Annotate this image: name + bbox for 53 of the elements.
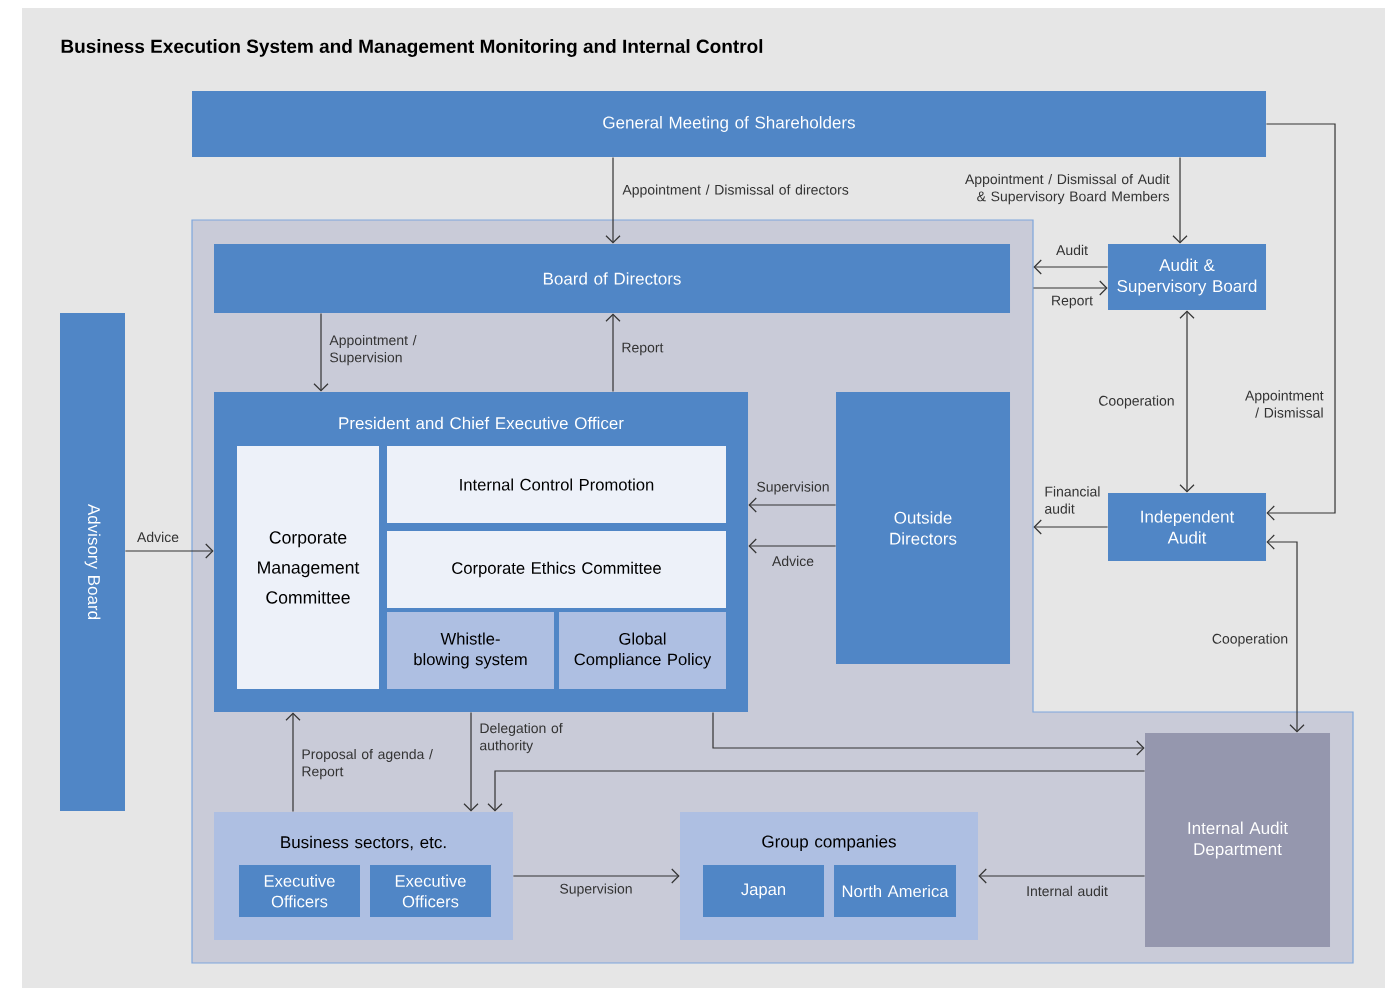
company-box: Japan (703, 865, 824, 917)
arrow (748, 497, 837, 513)
edge-label: Appointment / Supervision (329, 334, 417, 366)
edge-label: Appointment / Dismissal of directors (622, 184, 849, 198)
advisory-bar: Advisory Board (60, 313, 125, 811)
arrow (463, 711, 479, 812)
arrow (1179, 310, 1195, 493)
policy-box: Whistle-blowing system (387, 612, 554, 689)
arrow (285, 712, 301, 813)
audit-box: Independent Audit (1108, 493, 1266, 561)
committee-box: Corporate Ethics Committee (387, 531, 726, 608)
arrow (313, 312, 329, 392)
arrow (1033, 519, 1109, 535)
arrow (748, 538, 837, 554)
arrow (1033, 259, 1109, 275)
arrow (1032, 280, 1108, 296)
edge-label: Advice (137, 531, 179, 543)
edge-label: Advice (772, 555, 814, 567)
edge-label: Report (622, 342, 664, 356)
arrow (712, 711, 1145, 756)
edge-label: Supervision (560, 883, 632, 897)
company-box: North America (834, 865, 956, 917)
edge-label: Cooperation (1099, 395, 1174, 409)
arrow (605, 313, 621, 393)
meeting-box: General Meeting of Shareholders (192, 91, 1266, 157)
edge-label: Cooperation (1212, 633, 1288, 647)
committee-box: Corporate Management Committee (237, 446, 379, 689)
edge-label: Delegation of authority (480, 722, 563, 754)
board-box: Board of Directors (214, 244, 1010, 313)
arrow (487, 770, 1146, 812)
edge-label: Audit (1056, 244, 1088, 256)
audit-board-box: Audit & Supervisory Board (1108, 244, 1266, 310)
edge-label: Appointment / Dismissal of Audit & Supervisory Board Members (965, 173, 1170, 205)
edge-label: Financial audit (1045, 486, 1100, 514)
policy-box: Global Compliance Policy (559, 612, 726, 689)
edge-label: Proposal of agenda / Report (302, 748, 433, 780)
title: Business Execution System and Management Monitoring and Internal Control (61, 39, 763, 57)
edge-label: Supervision (757, 481, 829, 495)
arrow (978, 868, 1146, 884)
edge-label: Internal audit (1027, 885, 1108, 897)
arrow (512, 868, 680, 884)
arrow (1266, 534, 1305, 733)
officer-box: Executive Officers (239, 865, 360, 917)
edge-label: Report (1052, 295, 1093, 309)
directors-box: Outside Directors (836, 392, 1010, 664)
arrow (605, 156, 621, 244)
edge-label: Appointment / Dismissal (1245, 390, 1324, 418)
arrow (124, 543, 214, 559)
arrow (1172, 156, 1188, 244)
department-box: Internal Audit Department (1145, 733, 1330, 947)
committee-box: Internal Control Promotion (387, 446, 726, 523)
arrow (1265, 123, 1336, 521)
officer-box: Executive Officers (370, 865, 491, 917)
